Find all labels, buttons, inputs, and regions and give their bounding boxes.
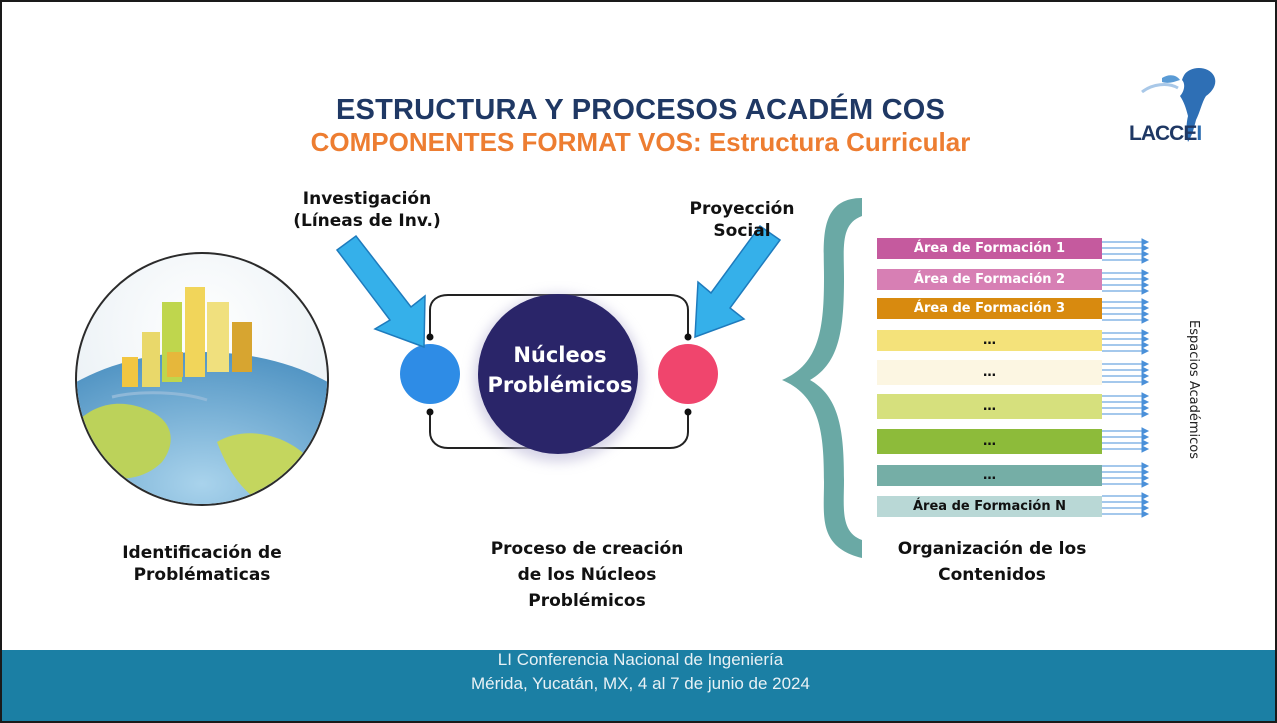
investigation-label-line2: (Líneas de Inv.) — [293, 211, 441, 231]
caption-process-line2: de los Núcleos — [517, 565, 657, 585]
logo-text: LACCEI — [1129, 122, 1202, 146]
bar-arrow-group — [1102, 238, 1150, 518]
area-bar: Área de Formación N — [877, 496, 1102, 517]
projection-label: Proyección Social — [682, 198, 802, 242]
investigation-label: Investigación (Líneas de Inv.) — [267, 188, 467, 232]
projection-arrow-icon — [694, 224, 782, 339]
process-diagram — [75, 198, 1150, 558]
area-bar: … — [877, 465, 1102, 486]
caption-identification-line1: Identificación de — [122, 543, 282, 563]
investigation-arrow-icon — [335, 234, 426, 349]
investigation-circle — [400, 344, 460, 404]
area-bar: … — [877, 429, 1102, 454]
caption-organization: Organización de los Contenidos — [872, 536, 1112, 588]
slide-title: ESTRUCTURA Y PROCESOS ACADÉM COS — [335, 94, 946, 126]
globe-image — [75, 252, 329, 506]
area-bar: … — [877, 360, 1102, 385]
footer-line1: LI Conferencia Nacional de Ingeniería — [497, 650, 784, 669]
logo-text-accent: I — [1196, 122, 1202, 145]
nucleus-label: Núcleos Problémicos — [480, 340, 640, 400]
caption-identification-line2: Problématicas — [133, 565, 271, 585]
caption-identification: Identificación de Problématicas — [92, 542, 312, 586]
area-bar: … — [877, 330, 1102, 351]
investigation-label-line1: Investigación — [302, 189, 432, 209]
academic-spaces-label: Espacios Académicos — [1186, 319, 1201, 459]
projection-circle — [658, 344, 718, 404]
slide-subtitle: COMPONENTES FORMAT VOS: Estructura Curri… — [310, 127, 971, 157]
nucleus-circle — [478, 294, 638, 454]
caption-organization-line2: Contenidos — [938, 565, 1046, 585]
area-bar: Área de Formación 2 — [877, 269, 1102, 290]
area-bar: Área de Formación 3 — [877, 298, 1102, 319]
logo-text-main: LACCE — [1129, 122, 1197, 145]
curly-brace — [782, 198, 862, 558]
area-bar: … — [877, 394, 1102, 419]
caption-process-line1: Proceso de creación — [490, 539, 684, 559]
laccei-logo — [1141, 68, 1216, 142]
footer-line2: Mérida, Yucatán, MX, 4 al 7 de junio de … — [471, 674, 810, 693]
projection-label-line2: Social — [713, 221, 771, 241]
caption-process-line3: Problémicos — [528, 591, 646, 611]
footer-bar: LI Conferencia Nacional de Ingeniería Mé… — [2, 650, 1275, 721]
caption-organization-line1: Organización de los — [897, 539, 1087, 559]
nucleus-label-line2: Problémicos — [487, 373, 633, 397]
nucleus-label-line1: Núcleos — [513, 343, 607, 367]
area-bar: Área de Formación 1 — [877, 238, 1102, 259]
caption-process: Proceso de creación de los Núcleos Probl… — [462, 536, 712, 614]
projection-label-line1: Proyección — [689, 199, 795, 219]
